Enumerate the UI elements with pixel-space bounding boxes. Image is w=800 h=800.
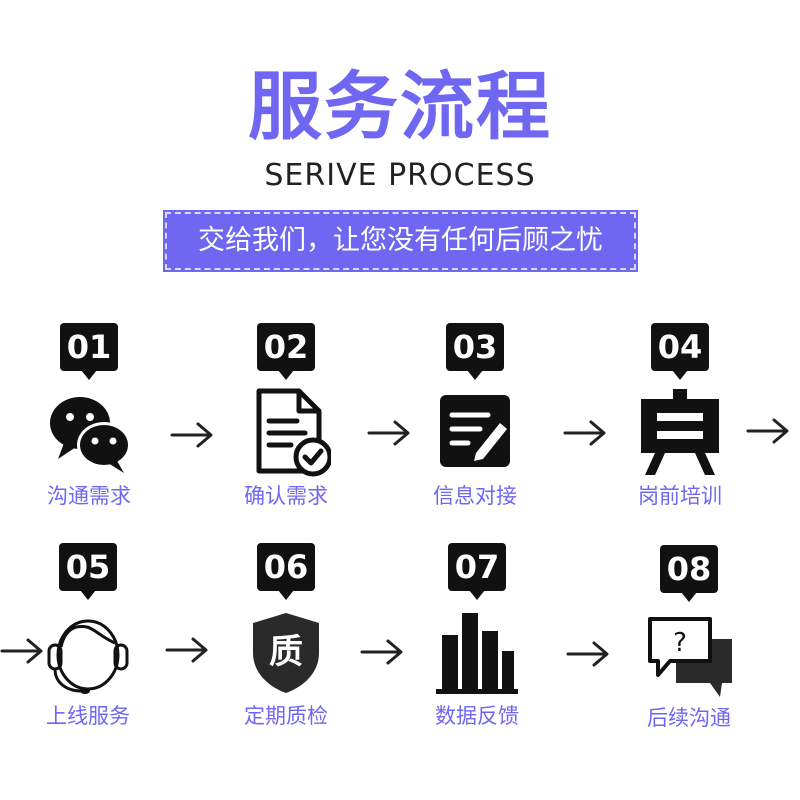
- arrow-right-icon: [360, 639, 403, 665]
- step-number-badge: 01: [60, 323, 118, 380]
- step-02: 02 确认需求: [216, 323, 356, 523]
- step-label: 信息对接: [433, 484, 517, 508]
- step-label: 定期质检: [244, 704, 328, 728]
- slogan-banner: 交给我们，让您没有任何后顾之忧: [163, 210, 638, 272]
- headset-agent-icon: [47, 619, 129, 694]
- arrow-right-icon: [566, 641, 609, 667]
- bar-chart-icon: [436, 613, 518, 694]
- step-number-badge: 08: [660, 545, 718, 602]
- step-number-badge: 07: [448, 543, 506, 600]
- quality-shield-text: 质: [269, 632, 303, 672]
- step-label: 数据反馈: [435, 704, 519, 728]
- arrow-right-icon: [367, 420, 410, 446]
- arrow-right-icon: [0, 638, 43, 664]
- document-check-icon: [256, 388, 331, 477]
- step-08: 08 ? 后续沟通: [619, 545, 759, 745]
- step-number-badge: 04: [651, 323, 709, 380]
- step-label: 上线服务: [46, 704, 130, 728]
- step-06: 06 质 定期质检: [216, 543, 356, 743]
- step-07: 07 数据反馈: [407, 543, 547, 743]
- training-board-icon: [641, 389, 719, 475]
- chat-bubbles-icon: ?: [648, 617, 732, 697]
- step-label: 后续沟通: [647, 706, 731, 730]
- step-number-badge: 06: [257, 543, 315, 600]
- edit-note-icon: [440, 395, 510, 467]
- step-number-badge: 05: [59, 543, 117, 600]
- step-number-badge: 02: [257, 323, 315, 380]
- step-label: 确认需求: [244, 484, 328, 508]
- step-04: 04 岗前培训: [610, 323, 750, 523]
- arrow-right-icon: [563, 420, 606, 446]
- arrow-right-icon: [165, 637, 208, 663]
- step-label: 岗前培训: [638, 484, 722, 508]
- wechat-icon: [50, 397, 131, 473]
- step-01: 01 沟通需求: [19, 323, 159, 523]
- step-label: 沟通需求: [47, 484, 131, 508]
- arrow-right-icon: [170, 422, 213, 448]
- page-subtitle: SERIVE PROCESS: [264, 158, 536, 193]
- step-05: 05 上线服务: [18, 543, 158, 743]
- arrow-right-icon: [746, 418, 789, 444]
- quality-shield-icon: 质: [253, 613, 319, 693]
- step-number-badge: 03: [446, 323, 504, 380]
- page-title: 服务流程: [248, 64, 552, 150]
- chat-bubble-text: ?: [673, 628, 687, 658]
- step-03: 03 信息对接: [405, 323, 545, 523]
